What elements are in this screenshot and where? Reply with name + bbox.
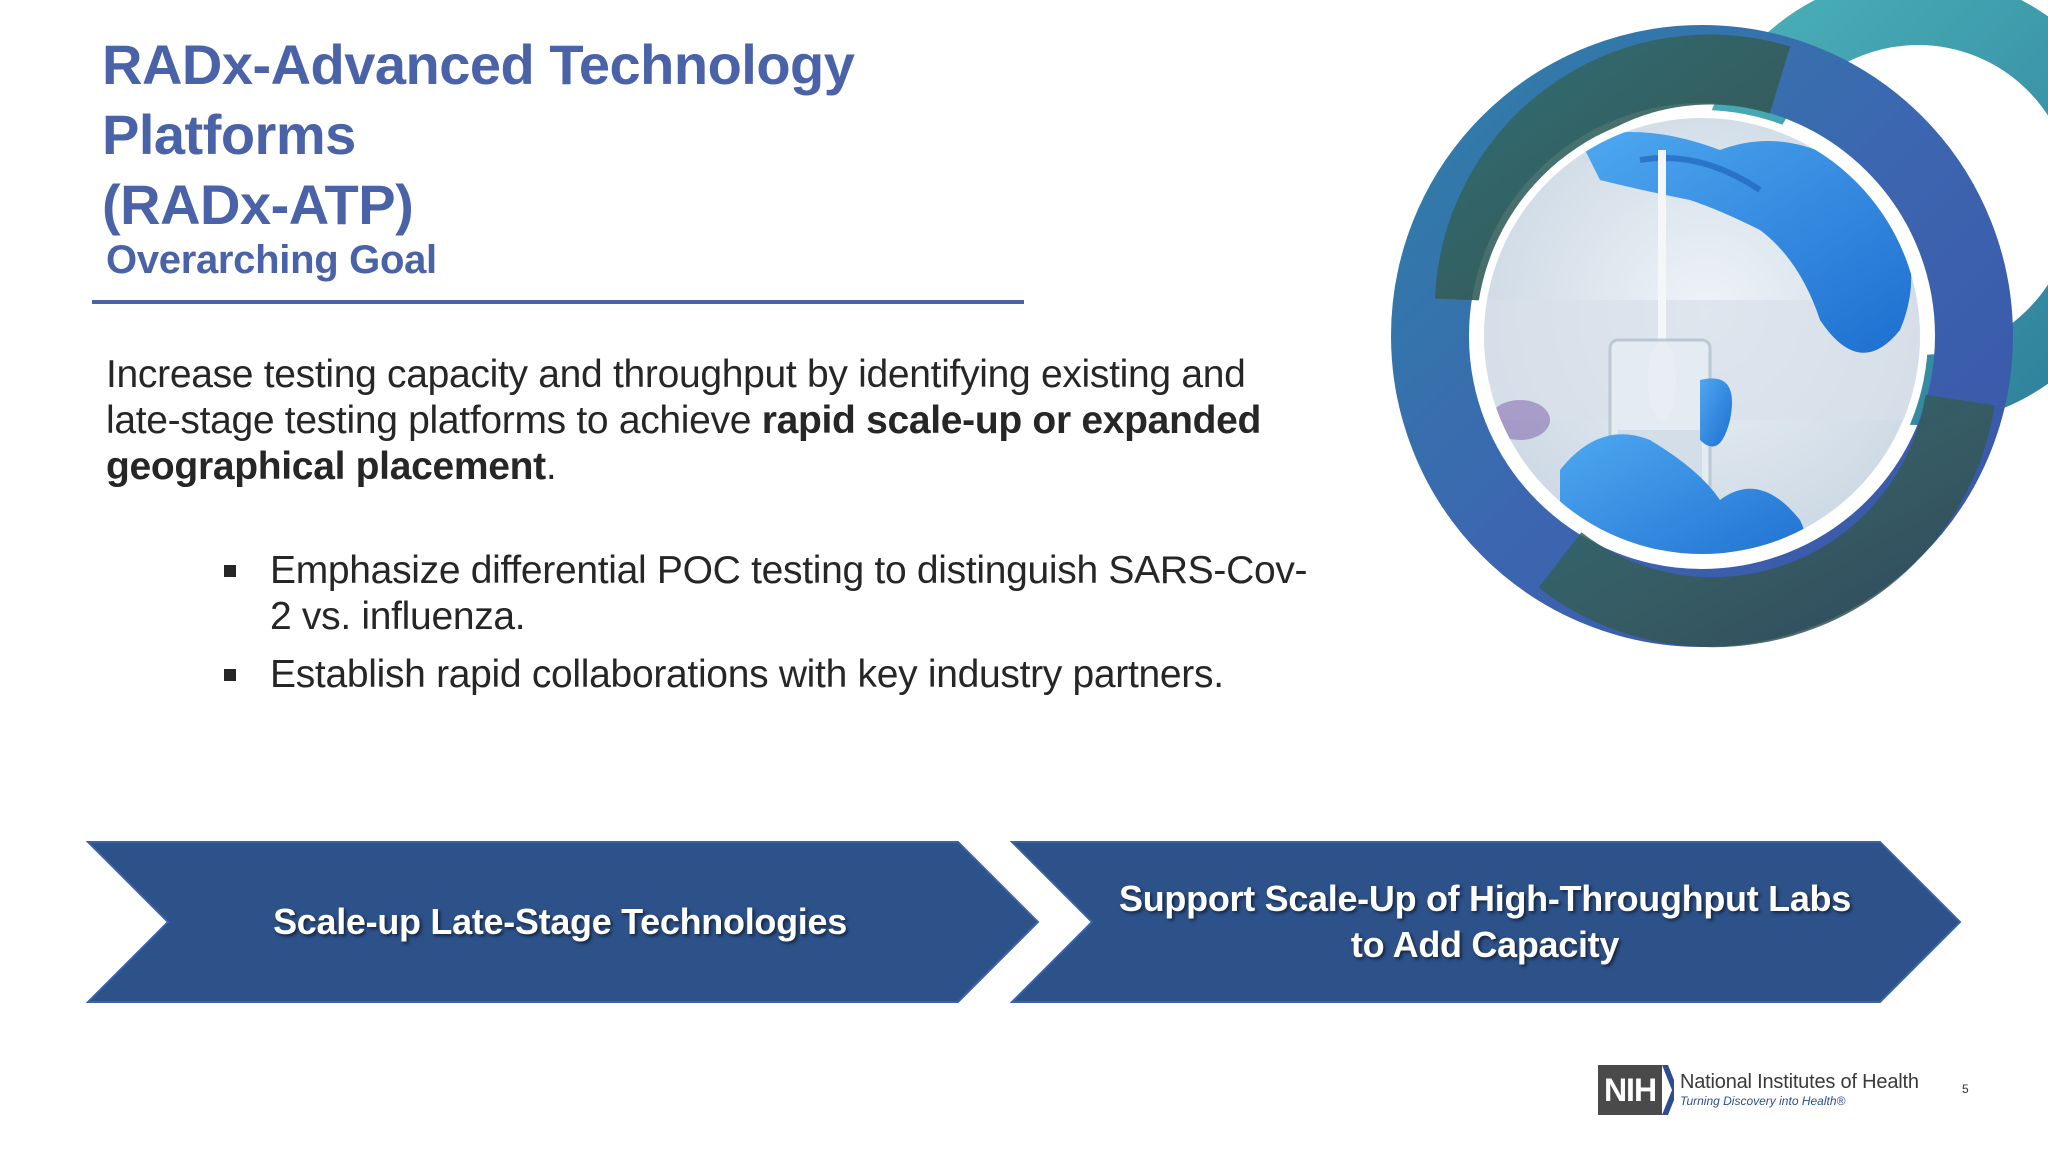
bullet-text: Establish rapid collaborations with key … <box>270 653 1224 696</box>
goal-text-part1: Increase testing capacity and throughput… <box>106 353 1246 442</box>
nih-mark-text: NIH <box>1598 1065 1662 1115</box>
arrow-label-scale-up: Scale-up Late-Stage Technologies <box>240 842 880 1002</box>
title-line-1: RADx-Advanced Technology Platforms <box>102 33 855 166</box>
goal-text-part2: . <box>545 445 557 488</box>
square-bullet-icon <box>224 669 236 681</box>
square-bullet-icon <box>224 565 236 577</box>
bullet-item: Emphasize differential POC testing to di… <box>220 548 1320 640</box>
goal-text: Increase testing capacity and throughput… <box>106 352 1266 490</box>
nih-logo: NIH National Institutes of Health Turnin… <box>1598 1064 1919 1116</box>
goal-divider <box>92 300 1024 304</box>
arrow-scale-up-late-stage <box>85 841 1040 1003</box>
nih-logo-mark: NIH <box>1598 1065 1674 1115</box>
nih-name: National Institutes of Health <box>1680 1071 1919 1093</box>
chevron-right-icon <box>1662 1065 1674 1115</box>
nih-tagline: Turning Discovery into Health® <box>1680 1094 1846 1108</box>
arrow-support-high-throughput <box>1009 841 1962 1003</box>
arrow-label-text: Support Scale-Up of High-Throughput Labs… <box>1119 878 1851 965</box>
title-line-2: (RADx-ATP) <box>102 173 414 236</box>
lab-swab-photo <box>1484 118 1920 554</box>
page-number: 5 <box>1962 1082 1969 1096</box>
goal-heading: Overarching Goal <box>106 238 437 282</box>
slide-title: RADx-Advanced Technology Platforms (RADx… <box>102 30 1102 240</box>
nih-logo-text: National Institutes of Health Turning Di… <box>1680 1071 1919 1109</box>
bullet-list: Emphasize differential POC testing to di… <box>220 548 1320 710</box>
ring-green-top <box>1435 34 1791 302</box>
ring-green-bottom <box>1538 394 1995 648</box>
goal-text-bold: rapid scale-up or expanded geographical … <box>106 399 1262 488</box>
arrow-label-support: Support Scale-Up of High-Throughput Labs… <box>1100 842 1870 1002</box>
bullet-text: Emphasize differential POC testing to di… <box>270 549 1308 638</box>
bullet-item: Establish rapid collaborations with key … <box>220 652 1320 698</box>
arrow-label-text: Scale-up Late-Stage Technologies <box>273 901 847 942</box>
